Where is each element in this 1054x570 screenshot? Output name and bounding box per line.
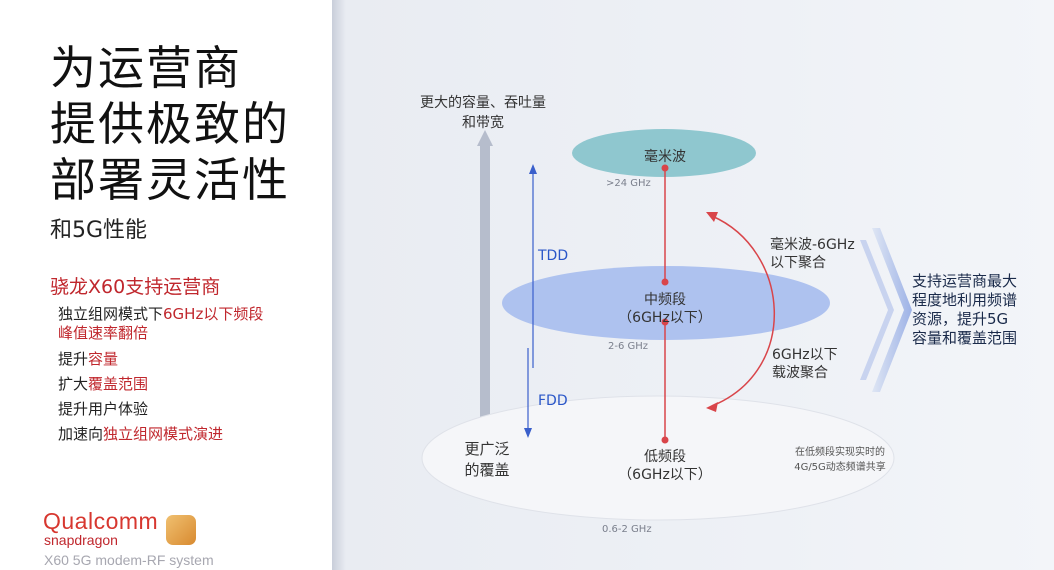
left-panel: 为运营商 提供极致的 部署灵活性 和5G性能 骁龙X60支持运营商 独立组网模式… xyxy=(0,0,332,570)
qualcomm-logo: Qualcomm xyxy=(43,508,159,534)
list-item: 峰值速率翻倍 xyxy=(58,324,149,342)
list-item: 独立组网模式下6GHz以下频段 xyxy=(58,305,264,323)
chevron-arrow-icon xyxy=(860,228,912,392)
subtitle: 和5G性能 xyxy=(50,218,148,243)
mid-band-freq: 2-6 GHz xyxy=(608,341,649,352)
title-line-1: 为运营商 xyxy=(50,41,242,95)
mmwave-label: 毫米波 xyxy=(644,149,686,165)
low-band-freq: 0.6-2 GHz xyxy=(602,524,652,535)
low-band-label: 低频段（6GHz以下） xyxy=(618,449,712,483)
panel-divider xyxy=(332,0,346,570)
title-line-3: 部署灵活性 xyxy=(50,153,290,207)
carrier-aggregation-label: 6GHz以下载波聚合 xyxy=(772,347,838,381)
mmwave-freq: >24 GHz xyxy=(606,178,651,189)
tdd-label: TDD xyxy=(538,248,569,264)
low-band-ellipse xyxy=(421,395,895,521)
section-heading: 骁龙X60支持运营商 xyxy=(50,276,221,298)
fdd-label: FDD xyxy=(538,393,568,409)
mid-band-label: 中频段（6GHz以下） xyxy=(618,292,712,326)
list-item: 提升容量 xyxy=(58,350,119,368)
title-line-2: 提供极致的 xyxy=(50,97,290,151)
list-item: 提升用户体验 xyxy=(58,400,149,418)
snapdragon-icon xyxy=(166,515,196,545)
list-item: 加速向独立组网模式演进 xyxy=(58,425,224,443)
mmwave-ellipse xyxy=(572,129,756,177)
aggregation-curve xyxy=(706,212,775,412)
band-connector-lines xyxy=(661,164,669,444)
tdd-arrow xyxy=(529,164,537,368)
product-name: X60 5G modem-RF system xyxy=(44,552,214,568)
capacity-coverage-arrow xyxy=(477,130,493,445)
mid-band-ellipse xyxy=(502,266,830,340)
bottom-label: 更广泛的覆盖 xyxy=(464,440,510,479)
top-label: 更大的容量、吞吐量和带宽 xyxy=(420,95,546,131)
fdd-arrow xyxy=(524,348,532,438)
snapdragon-logo-text: snapdragon xyxy=(44,532,118,548)
list-item: 扩大覆盖范围 xyxy=(58,375,149,393)
